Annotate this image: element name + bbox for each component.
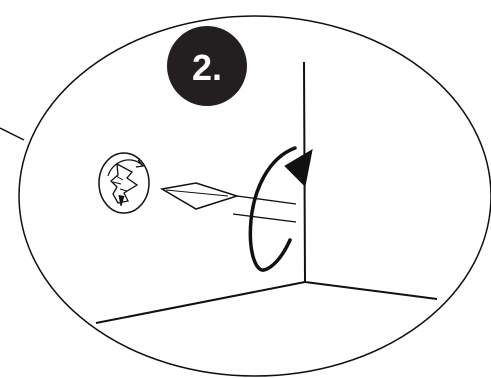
rotate-arc <box>248 146 297 272</box>
plug-anchor-shape <box>110 162 139 204</box>
plug-arrowhead-top <box>135 159 145 168</box>
screwdriver-shaft-bottom <box>232 213 297 223</box>
plug-arc-arrow-top <box>107 159 143 177</box>
screwdriver-icon <box>159 182 297 223</box>
screwdriver-shaft-top <box>236 195 297 205</box>
floor-edge-left <box>95 281 306 324</box>
rotate-arrowhead <box>284 149 313 188</box>
screwdriver-center-line <box>165 189 229 197</box>
floor-edge-right <box>304 281 438 300</box>
leader-line <box>0 127 25 141</box>
step-badge-circle <box>167 26 247 106</box>
plug-arrowhead-down <box>118 194 125 207</box>
wall-plug-icon <box>98 152 150 214</box>
plug-ridges <box>112 175 128 192</box>
rotate-clockwise-icon <box>248 146 313 272</box>
step-number: 2. <box>192 47 222 88</box>
step-badge: 2. <box>167 26 247 106</box>
